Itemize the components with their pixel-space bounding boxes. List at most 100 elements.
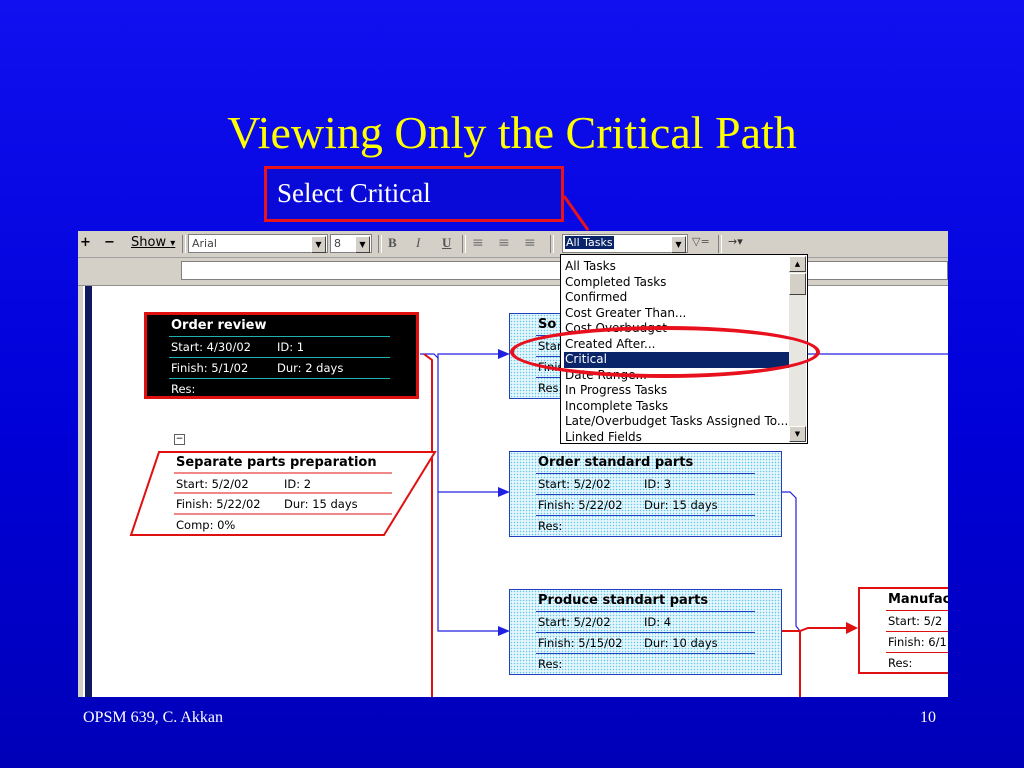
toolbar-separator — [378, 235, 382, 253]
task-title: Order review — [169, 315, 390, 337]
task-node-order-standard-parts[interactable]: Order standard parts Start: 5/2/02 ID: 3… — [509, 451, 782, 537]
critical-line — [782, 627, 848, 632]
filter-option[interactable]: Linked Fields — [565, 429, 642, 444]
task-finish: Finish: 5/22/02 — [538, 498, 623, 512]
callout-box: Select Critical — [264, 166, 564, 222]
link-line — [437, 492, 498, 632]
arrow-head — [498, 487, 510, 497]
task-id: ID: 2 — [284, 477, 312, 491]
collapse-minus-icon[interactable]: − — [104, 235, 115, 250]
show-menu-button[interactable]: Show ▾ — [131, 235, 175, 250]
task-duration: Dur: 2 days — [277, 361, 344, 375]
task-start-row: Start: 4/30/02 ID: 1 — [169, 337, 390, 358]
scroll-thumb[interactable] — [789, 273, 806, 295]
task-title: Produce standart parts — [536, 590, 755, 612]
align-right-icon[interactable]: ≡ — [524, 235, 536, 251]
task-title: Separate parts preparation — [176, 455, 377, 470]
task-res: Res: — [538, 657, 563, 671]
task-duration: Dur: 15 days — [284, 497, 358, 511]
task-finish: Finish: 5/15/02 — [538, 636, 623, 650]
task-title: Order standard parts — [536, 452, 755, 474]
arrow-head — [498, 349, 510, 359]
task-start: Start: 5/2/02 — [538, 615, 611, 629]
link-line — [782, 491, 801, 632]
task-res: Res — [538, 381, 559, 395]
task-id: ID: 4 — [644, 615, 672, 629]
bold-button[interactable]: B — [388, 235, 397, 250]
font-size-select[interactable]: 8 ▼ — [330, 234, 372, 253]
italic-button[interactable]: I — [416, 235, 421, 250]
collapse-toggle[interactable]: − — [174, 434, 185, 445]
task-start: Start: 5/2/02 — [176, 477, 249, 491]
font-name-select[interactable]: Arial ▼ — [188, 234, 328, 253]
task-duration: Dur: 10 days — [644, 636, 718, 650]
task-start-row: Start: 5/2/02 ID: 2 — [176, 477, 311, 491]
chevron-down-icon[interactable]: ▼ — [671, 236, 686, 253]
slide-title: Viewing Only the Critical Path — [227, 107, 797, 158]
critical-line — [423, 353, 433, 697]
task-finish: Finish: 6/1 — [886, 632, 948, 653]
task-start: Start: 4/30/02 — [171, 340, 251, 354]
task-finish-row: Finish: 5/1/02 Dur: 2 days — [169, 358, 390, 379]
toolbar-separator — [462, 235, 466, 253]
toolbar-separator — [718, 235, 722, 253]
task-finish-row: Finish: 5/15/02 Dur: 10 days — [536, 633, 755, 654]
toolbar-separator — [550, 235, 554, 253]
critical-highlight-oval — [510, 326, 820, 378]
filter-option[interactable]: Late/Overbudget Tasks Assigned To... — [565, 414, 789, 428]
callout-text: Select Critical — [277, 178, 431, 208]
dependency-lines — [129, 349, 948, 697]
filter-option[interactable]: All Tasks — [565, 259, 616, 273]
left-bar — [85, 286, 92, 697]
autofilter-icon[interactable]: ▽= — [692, 235, 710, 248]
task-start: Start: 5/2/02 — [538, 477, 611, 491]
underline-button[interactable]: U — [442, 235, 452, 250]
toolbar-separator — [182, 235, 186, 253]
tool-icon[interactable]: →▾ — [728, 235, 743, 248]
task-res: Res: — [888, 656, 913, 670]
scroll-down-icon[interactable]: ▼ — [789, 426, 806, 442]
filter-option[interactable]: In Progress Tasks — [565, 383, 668, 397]
filter-option[interactable]: Cost Greater Than... — [565, 305, 687, 320]
task-finish: Finish: 5/1/02 — [171, 361, 249, 375]
align-center-icon[interactable]: ≡ — [498, 235, 510, 251]
task-node-order-review[interactable]: Order review Start: 4/30/02 ID: 1 Finish… — [144, 312, 419, 399]
arrow-head — [846, 622, 858, 634]
formatting-toolbar: + − Show ▾ Arial ▼ 8 ▼ B I U ≡ ≡ ≡ All T… — [78, 231, 948, 258]
chevron-down-icon[interactable]: ▼ — [311, 236, 326, 253]
filter-value: All Tasks — [565, 236, 614, 249]
footer-author: OPSM 639, C. Akkan — [83, 709, 224, 726]
task-finish-row: Finish: 5/22/02 Dur: 15 days — [176, 497, 358, 511]
task-id: ID: 3 — [644, 477, 672, 491]
chevron-down-icon[interactable]: ▼ — [355, 236, 370, 253]
task-start: Start: 5/2 — [886, 611, 948, 632]
project-window: + − Show ▾ Arial ▼ 8 ▼ B I U ≡ ≡ ≡ All T… — [78, 231, 948, 697]
task-finish: Finish: 5/22/02 — [176, 497, 261, 511]
filter-option[interactable]: Confirmed — [565, 290, 628, 304]
task-id: ID: 1 — [277, 340, 305, 354]
show-arrow-icon: ▾ — [170, 238, 176, 249]
font-size-value: 8 — [334, 237, 341, 250]
page-number: 10 — [920, 709, 936, 726]
task-duration: Dur: 15 days — [644, 498, 718, 512]
task-start-row: Start: 5/2/02 ID: 3 — [536, 474, 755, 495]
task-node-manufacture[interactable]: Manufac Start: 5/2 Finish: 6/1 Res: — [858, 587, 948, 674]
task-finish-row: Finish: 5/22/02 Dur: 15 days — [536, 495, 755, 516]
task-comp: Comp: 0% — [176, 518, 236, 532]
task-res: Res: — [538, 519, 563, 533]
filter-option[interactable]: Incomplete Tasks — [565, 398, 669, 413]
task-start-row: Start: 5/2/02 ID: 4 — [536, 612, 755, 633]
task-title: Manufac — [886, 589, 948, 611]
task-node-produce-standart-parts[interactable]: Produce standart parts Start: 5/2/02 ID:… — [509, 589, 782, 675]
align-left-icon[interactable]: ≡ — [472, 235, 484, 251]
arrow-head — [498, 626, 510, 636]
filter-option[interactable]: Completed Tasks — [565, 274, 667, 289]
expand-plus-icon[interactable]: + — [80, 235, 91, 250]
font-name-value: Arial — [192, 237, 217, 250]
task-res: Res: — [171, 382, 196, 396]
left-strip — [78, 286, 83, 697]
show-label: Show — [131, 235, 167, 250]
scroll-up-icon[interactable]: ▲ — [789, 256, 806, 272]
filter-select[interactable]: All Tasks ▼ — [562, 234, 688, 253]
